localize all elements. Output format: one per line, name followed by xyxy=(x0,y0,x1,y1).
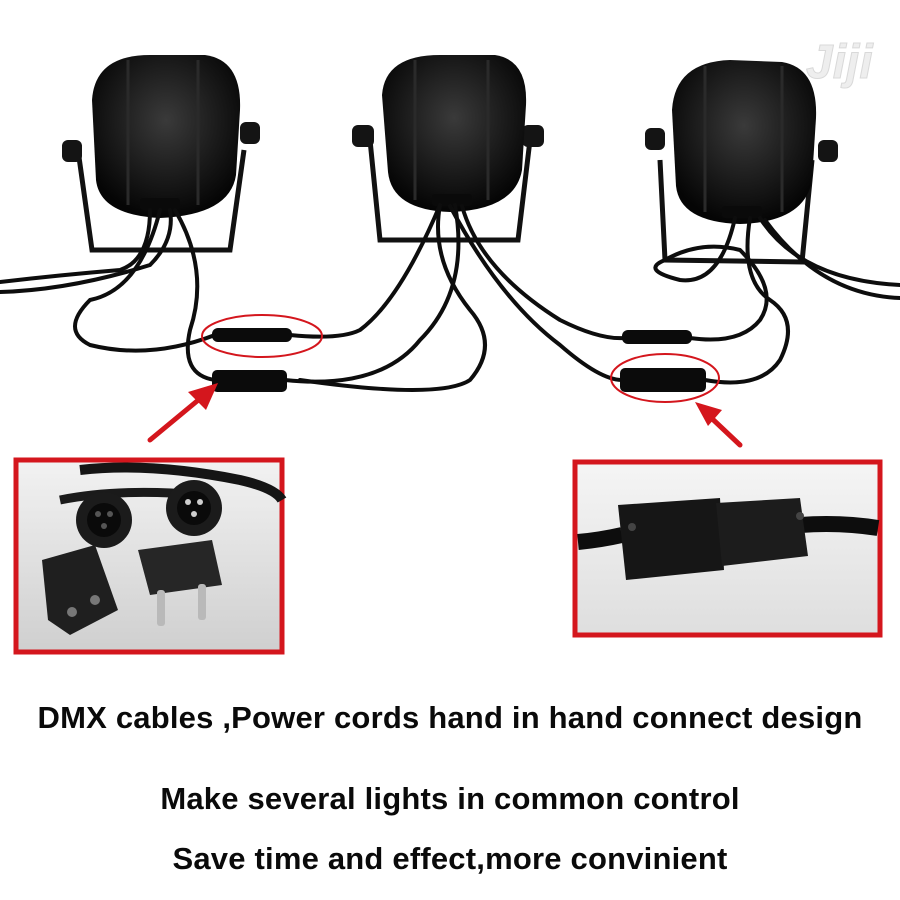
dmx-inline-connector-left xyxy=(212,328,292,342)
dmx-connector-icon xyxy=(577,498,880,580)
par-light-center xyxy=(352,55,544,243)
yoke-bracket xyxy=(657,159,815,265)
product-photo xyxy=(0,55,900,655)
caption-line-1: DMX cables ,Power cords hand in hand con… xyxy=(37,700,863,735)
connector-port xyxy=(432,194,472,206)
knob-right xyxy=(818,140,838,162)
par-can-light-icon xyxy=(92,55,241,218)
par-light-left xyxy=(62,55,260,253)
connector-port xyxy=(722,206,762,218)
knob-left xyxy=(645,128,665,150)
callout-dmx-connector xyxy=(572,459,883,638)
highlight-ellipse-right xyxy=(610,353,720,403)
callout-power-plug-connectors xyxy=(13,457,287,655)
knob-left xyxy=(62,140,82,162)
par-can-light-icon xyxy=(382,55,527,212)
inline-connectors xyxy=(212,328,706,392)
jiji-watermark: Jiji xyxy=(800,18,890,98)
caption-line-2: Make several lights in common control xyxy=(160,781,740,816)
dmx-inline-connector-right xyxy=(622,330,692,344)
housing-fin xyxy=(703,66,784,212)
connector-port xyxy=(140,198,180,210)
dmx-connector-male xyxy=(716,498,808,566)
power-plug xyxy=(138,540,222,595)
arrow-left xyxy=(147,383,218,443)
knob-right xyxy=(240,122,260,144)
power-socket xyxy=(42,545,118,635)
yoke-bracket xyxy=(367,139,533,243)
knob-left xyxy=(352,125,374,147)
housing-fin xyxy=(413,60,490,200)
power-plug-connector-icon xyxy=(42,462,287,635)
highlight-ellipse-left xyxy=(201,314,323,358)
dmx-connector-female xyxy=(618,498,724,580)
svg-text:Jiji: Jiji xyxy=(806,36,874,89)
knob-right xyxy=(522,125,544,147)
arrow-right xyxy=(695,402,743,448)
caption-line-3: Save time and effect,more convinient xyxy=(172,841,728,876)
power-inline-connector-left xyxy=(212,370,287,392)
power-inline-connector-right xyxy=(620,368,706,392)
par-light-right xyxy=(645,60,838,265)
housing-fin xyxy=(126,60,200,205)
par-can-light-icon xyxy=(672,60,817,224)
cable-bundle xyxy=(0,203,900,392)
jiji-logo-icon: Jiji xyxy=(806,36,875,90)
